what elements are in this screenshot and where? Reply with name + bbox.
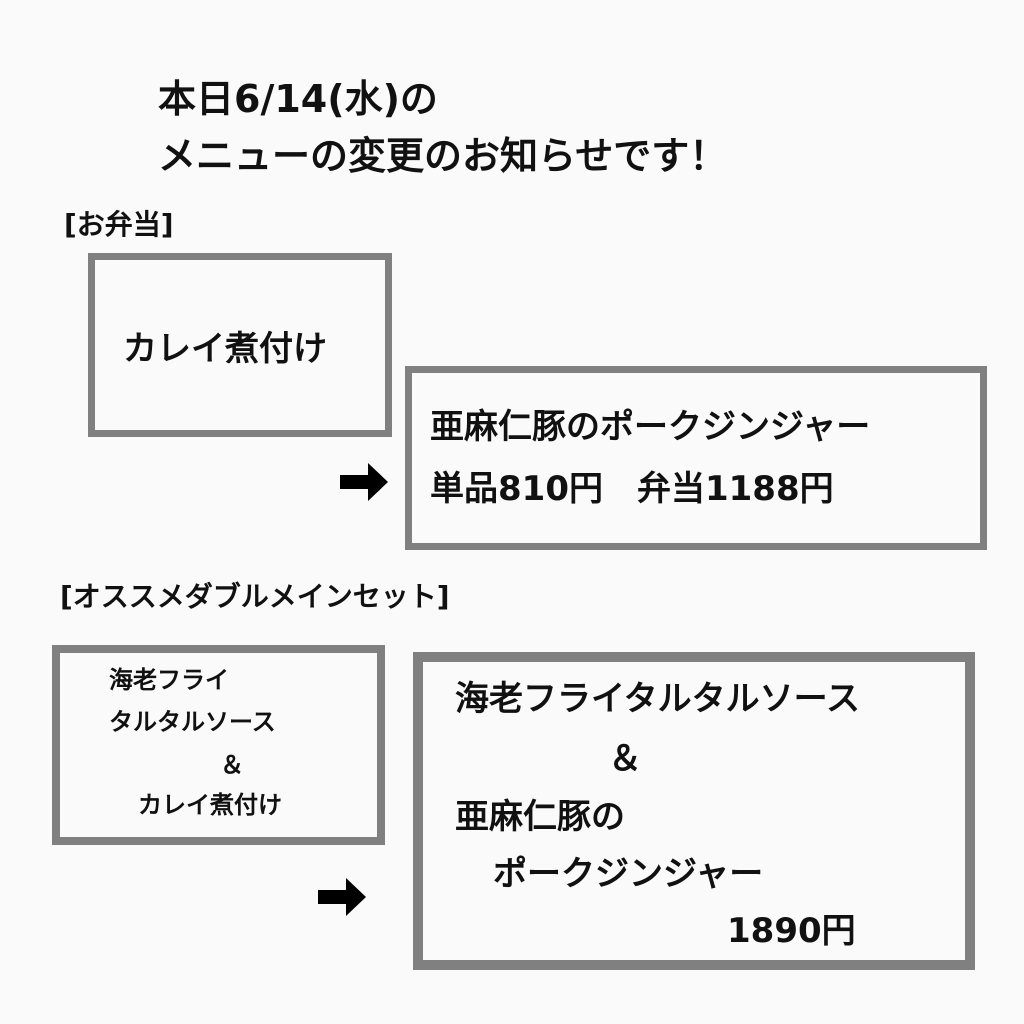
old-set-box [52, 645, 385, 845]
new-set-line: ＆ [608, 739, 642, 779]
new-set-line: 海老フライタルタルソース [455, 679, 860, 719]
old-set-line: 海老フライ [109, 666, 229, 694]
right-arrow-icon [340, 463, 388, 501]
title-line-1: 本日6/14(水)の [158, 77, 438, 121]
set-heading: [オススメダブルメインセット] [60, 580, 450, 613]
new-set-price: 1890円 [727, 911, 856, 951]
old-set-line: ＆ [220, 751, 244, 779]
new-bento-item: 亜麻仁豚のポークジンジャー [430, 407, 871, 447]
new-set-line: ポークジンジャー [493, 854, 764, 894]
new-bento-prices: 単品810円 弁当1188円 [430, 469, 834, 509]
new-set-box [413, 652, 975, 970]
bento-heading: [お弁当] [64, 208, 174, 241]
new-set-line: 亜麻仁豚の [455, 797, 625, 837]
old-set-line: カレイ煮付け [138, 791, 282, 819]
new-bento-box [405, 366, 987, 550]
right-arrow-icon [318, 878, 366, 916]
old-bento-item: カレイ煮付け [123, 329, 327, 369]
old-set-line: タルタルソース [109, 708, 276, 736]
title-line-2: メニューの変更のお知らせです！ [158, 134, 728, 178]
old-bento-box [88, 253, 392, 437]
